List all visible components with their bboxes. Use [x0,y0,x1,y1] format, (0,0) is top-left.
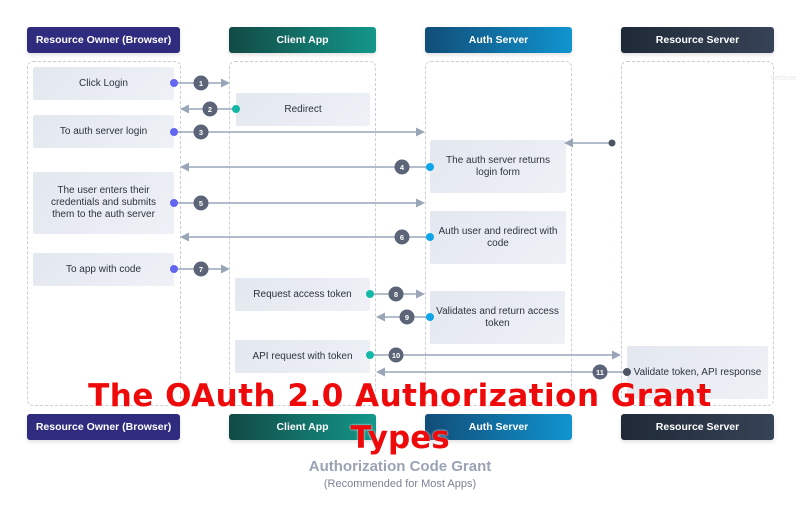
step-badge-8 [388,286,404,302]
arrow-head-icon [612,350,621,360]
step-badge-6 [394,229,410,245]
arrow-head-icon [416,127,425,137]
lane-footer-resource-server: Resource Server [621,414,774,440]
step-box-enters-credentials: The user enters their credentials and su… [33,172,174,234]
step-badge-9 [399,309,415,325]
lane-header-auth-server: Auth Server [425,27,572,53]
diagram-subtitle: Authorization Code Grant [308,458,492,475]
lane-header-resource-owner: Resource Owner (Browser) [27,27,180,53]
connector-dot [608,139,616,147]
arrow-head-icon [376,367,385,377]
step-box-validate-api: Validate token, API response [627,346,768,399]
step-number-3: 3 [199,128,203,137]
step-badge-1 [193,75,209,91]
step-box-to-auth-login: To auth server login [33,115,174,148]
watermark: Website [771,75,797,82]
arrow-head-icon [376,312,385,322]
step-number-8: 8 [394,290,398,299]
step-badge-4 [394,159,410,175]
lane-header-resource-server: Resource Server [621,27,774,53]
step-badge-7 [193,261,209,277]
step-box-api-request: API request with token [235,340,370,373]
step-number-11: 11 [596,368,604,377]
step-badge-5 [193,195,209,211]
step-box-returns-login-form: The auth server returns login form [430,140,566,193]
step-number-5: 5 [199,199,203,208]
step-number-2: 2 [208,105,212,114]
arrow-head-icon [416,198,425,208]
step-box-to-app-code: To app with code [33,253,174,286]
step-badge-3 [193,124,209,140]
step-badge-10 [388,347,404,363]
step-number-7: 7 [199,265,203,274]
step-box-redirect: Redirect [236,93,370,126]
page-title-line-2: Types [350,420,450,456]
step-number-10: 10 [392,351,400,360]
step-box-click-login: Click Login [33,67,174,100]
lane-resource-server [621,61,774,406]
step-box-request-token: Request access token [235,278,370,311]
diagram-subtitle-note: (Recommended for Most Apps) [323,478,477,490]
arrow-head-icon [180,232,189,242]
step-box-validates-token: Validates and return access token [430,291,565,344]
lane-footer-auth-server: Auth Server [425,414,572,440]
page-title-line-1: The OAuth 2.0 Authorization Grant [88,378,712,414]
lane-client-app [229,61,376,406]
step-number-1: 1 [199,79,203,88]
arrow-head-icon [180,104,189,114]
step-number-9: 9 [405,313,409,322]
arrow-head-icon [416,289,425,299]
lane-auth-server [425,61,572,406]
step-badge-2 [202,101,218,117]
lane-footer-resource-owner: Resource Owner (Browser) [27,414,180,440]
lane-footer-client-app: Client App [229,414,376,440]
step-number-4: 4 [400,163,405,172]
lane-header-client-app: Client App [229,27,376,53]
step-number-6: 6 [400,233,404,242]
step-box-auth-user-redirect: Auth user and redirect with code [430,211,566,264]
arrow-head-icon [180,162,189,172]
